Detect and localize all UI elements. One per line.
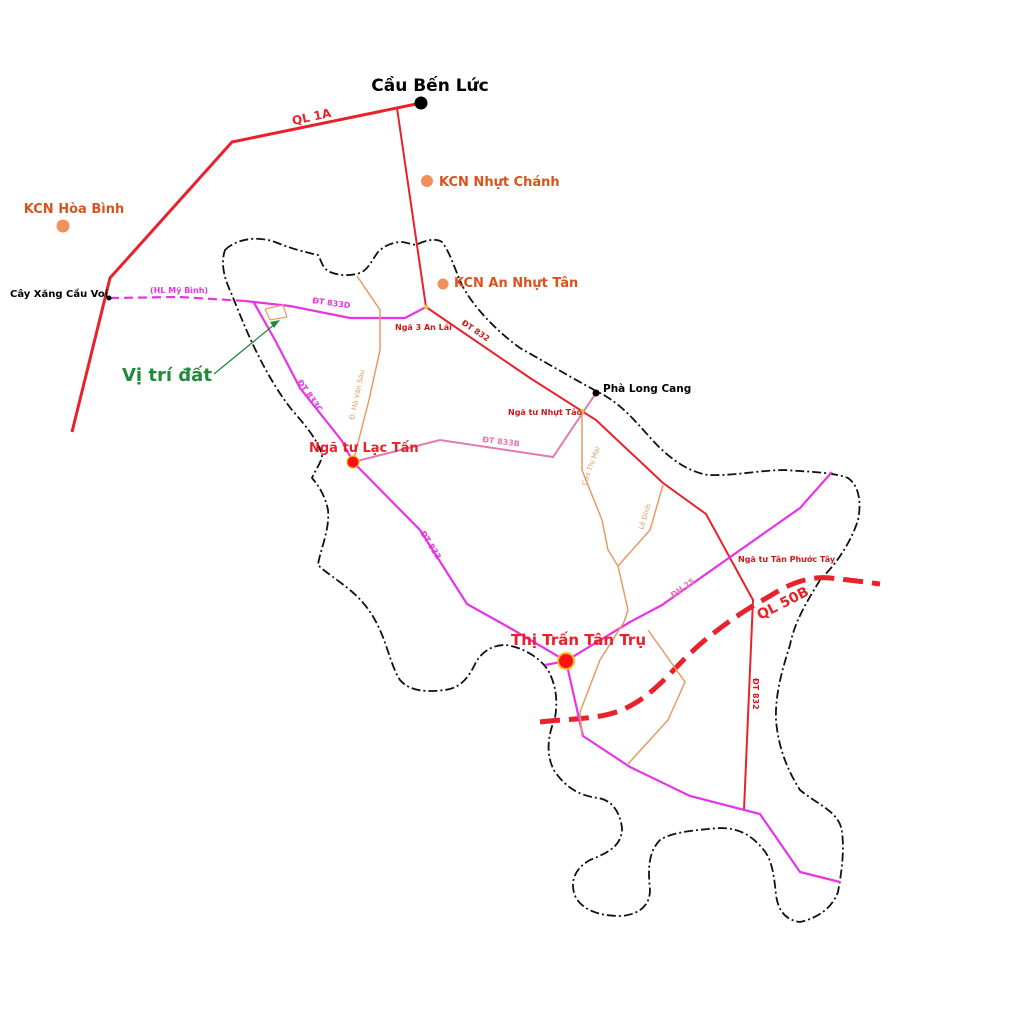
label-nga-3-an-lai: Ngã 3 An Lái — [395, 323, 452, 332]
road-dt-832 — [425, 306, 755, 811]
road-dt-832-north — [396, 107, 427, 308]
nga-tu-nhut-tao-marker[interactable] — [579, 408, 585, 414]
nga-tu-lac-tan-marker[interactable] — [346, 455, 360, 469]
pha-long-cang-marker[interactable] — [592, 389, 600, 397]
site-arrow-head — [270, 320, 280, 328]
cay-xang-cau-voi-marker[interactable] — [106, 295, 112, 301]
road-dt-833d — [244, 299, 427, 320]
site-parcel — [264, 304, 288, 321]
label-thi-tran-tan-tru: Thị Trấn Tân Trụ — [511, 631, 646, 649]
label-pha-long-cang: Phà Long Cang — [603, 383, 691, 395]
label-nga-tu-nhut-tao: Ngã tư Nhựt Tảo — [508, 407, 582, 417]
road-ql-50b — [539, 575, 881, 725]
road-cao-thi-mai — [581, 412, 629, 623]
kcn-hoa-binh-marker[interactable] — [56, 219, 70, 233]
road-ha-van-sau — [352, 275, 381, 463]
cau-ben-luc-marker[interactable] — [414, 96, 428, 110]
kcn-an-nhut-tan-marker[interactable] — [437, 278, 449, 290]
label-kcn-nhut-chanh: KCN Nhựt Chánh — [439, 175, 560, 190]
district-boundary — [222, 237, 861, 923]
label-kcn-hoa-binh: KCN Hòa Bình — [24, 202, 124, 217]
label-dt-832-south: ĐT 832 — [751, 678, 760, 710]
nga-3-an-lai-marker[interactable] — [423, 304, 429, 310]
thi-tran-tan-tru-marker[interactable] — [557, 652, 575, 670]
label-nga-tu-tan-phuoc-tay: Ngã tư Tân Phước Tây — [738, 554, 836, 564]
label-hl-my-binh: (HL Mỹ Bình) — [150, 286, 208, 295]
label-vi-tri-dat: Vị trí đất — [122, 365, 212, 386]
road-south-town — [564, 660, 841, 884]
road-ql-1a — [70, 101, 422, 433]
label-kcn-an-nhut-tan: KCN An Nhựt Tân — [454, 276, 578, 291]
kcn-nhut-chanh-marker[interactable] — [421, 175, 433, 187]
label-nga-tu-lac-tan: Ngã tư Lạc Tấn — [309, 441, 419, 456]
site-arrow — [213, 323, 276, 375]
road-dt-833b — [352, 392, 597, 463]
label-cau-ben-luc: Cầu Bến Lức — [371, 75, 489, 96]
road-hl-my-binh — [109, 295, 246, 303]
road-dt-833c — [252, 300, 354, 463]
road-local-south-east — [627, 629, 686, 765]
road-le-dinh — [617, 484, 664, 567]
label-cay-xang-cau-voi: Cây Xăng Cầu Voi — [10, 288, 108, 300]
road-local-south — [579, 621, 625, 737]
